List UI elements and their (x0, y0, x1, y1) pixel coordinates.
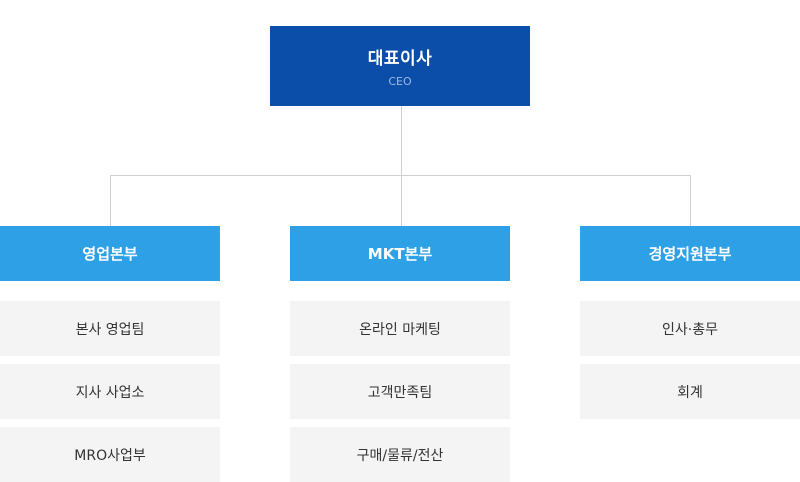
division-management-support: 경영지원본부 (580, 226, 800, 281)
team-item: 온라인 마케팅 (290, 301, 510, 356)
team-item: 본사 영업팀 (0, 301, 220, 356)
team-item: MRO사업부 (0, 427, 220, 482)
team-item: 구매/물류/전산 (290, 427, 510, 482)
ceo-subtitle: CEO (388, 75, 412, 88)
team-item: 지사 사업소 (0, 364, 220, 419)
team-item: 인사·총무 (580, 301, 800, 356)
division-marketing: MKT본부 (290, 226, 510, 281)
team-item: 회계 (580, 364, 800, 419)
division-2-connector-line (401, 175, 402, 226)
ceo-connector-line (401, 106, 402, 176)
ceo-title: 대표이사 (367, 49, 433, 69)
team-item: 고객만족팀 (290, 364, 510, 419)
division-sales: 영업본부 (0, 226, 220, 281)
horizontal-connector-line (110, 175, 691, 176)
ceo-box: 대표이사 CEO (270, 26, 530, 106)
division-3-connector-line (690, 175, 691, 226)
division-1-connector-line (110, 175, 111, 226)
